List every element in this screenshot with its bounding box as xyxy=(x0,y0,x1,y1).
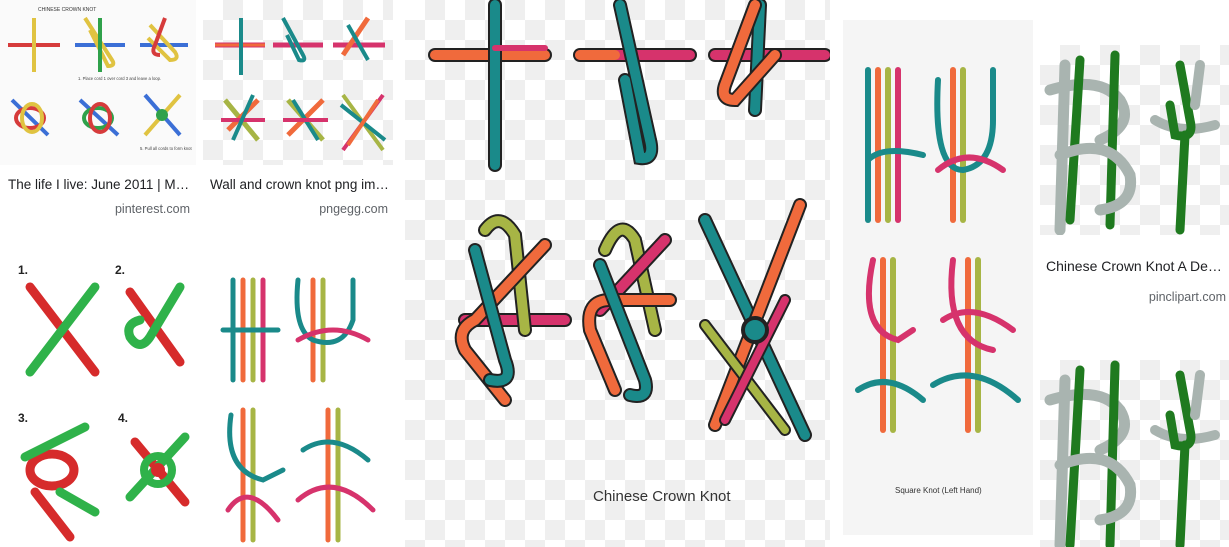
image-result-8[interactable] xyxy=(1040,360,1229,547)
crown-knot-caption: Chinese Crown Knot xyxy=(593,488,731,505)
result-7-title[interactable]: Chinese Crown Knot A Decor... xyxy=(1046,258,1228,274)
result-7-source[interactable]: pinclipart.com xyxy=(1100,290,1226,304)
green-crown-knot-image-2 xyxy=(1040,360,1229,547)
square-knot-steps-image xyxy=(203,250,393,547)
crown-knot-diagram-image: CHINESE CROWN KNOT 1. Place cord 1 over … xyxy=(0,0,196,165)
diagram-step1: 1. Place cord 1 over cord 3 and leave a … xyxy=(78,76,161,81)
image-result-6[interactable]: Square Knot (Left Hand) xyxy=(843,20,1033,535)
result-2-title[interactable]: Wall and crown knot png ima... xyxy=(210,177,392,192)
step-number-2: 2. xyxy=(115,263,125,277)
step-number-4: 4. xyxy=(118,411,128,425)
image-result-5[interactable]: Chinese Crown Knot xyxy=(405,0,830,547)
square-knot-caption: Square Knot (Left Hand) xyxy=(895,486,982,495)
image-result-7[interactable] xyxy=(1040,45,1229,235)
image-result-2[interactable] xyxy=(203,0,393,165)
wall-crown-knot-image xyxy=(203,0,393,165)
image-result-4[interactable] xyxy=(203,250,393,547)
step-number-1: 1. xyxy=(18,263,28,277)
result-2-source[interactable]: pngegg.com xyxy=(260,202,388,216)
result-1-title[interactable]: The life I live: June 2011 | Ma... xyxy=(8,177,193,192)
red-green-knot-image: 1. 2. 3. 4. xyxy=(0,242,196,547)
green-crown-knot-image xyxy=(1040,45,1229,235)
result-1-source[interactable]: pinterest.com xyxy=(60,202,190,216)
image-result-1[interactable]: CHINESE CROWN KNOT 1. Place cord 1 over … xyxy=(0,0,196,165)
diagram-step5: 5. Pull all cords to form knot xyxy=(140,146,193,151)
chinese-crown-knot-image xyxy=(405,0,830,547)
image-result-3[interactable]: 1. 2. 3. 4. xyxy=(0,242,196,547)
step-number-3: 3. xyxy=(18,411,28,425)
diagram-heading: CHINESE CROWN KNOT xyxy=(38,7,96,13)
square-knot-left-hand-image xyxy=(843,20,1033,535)
